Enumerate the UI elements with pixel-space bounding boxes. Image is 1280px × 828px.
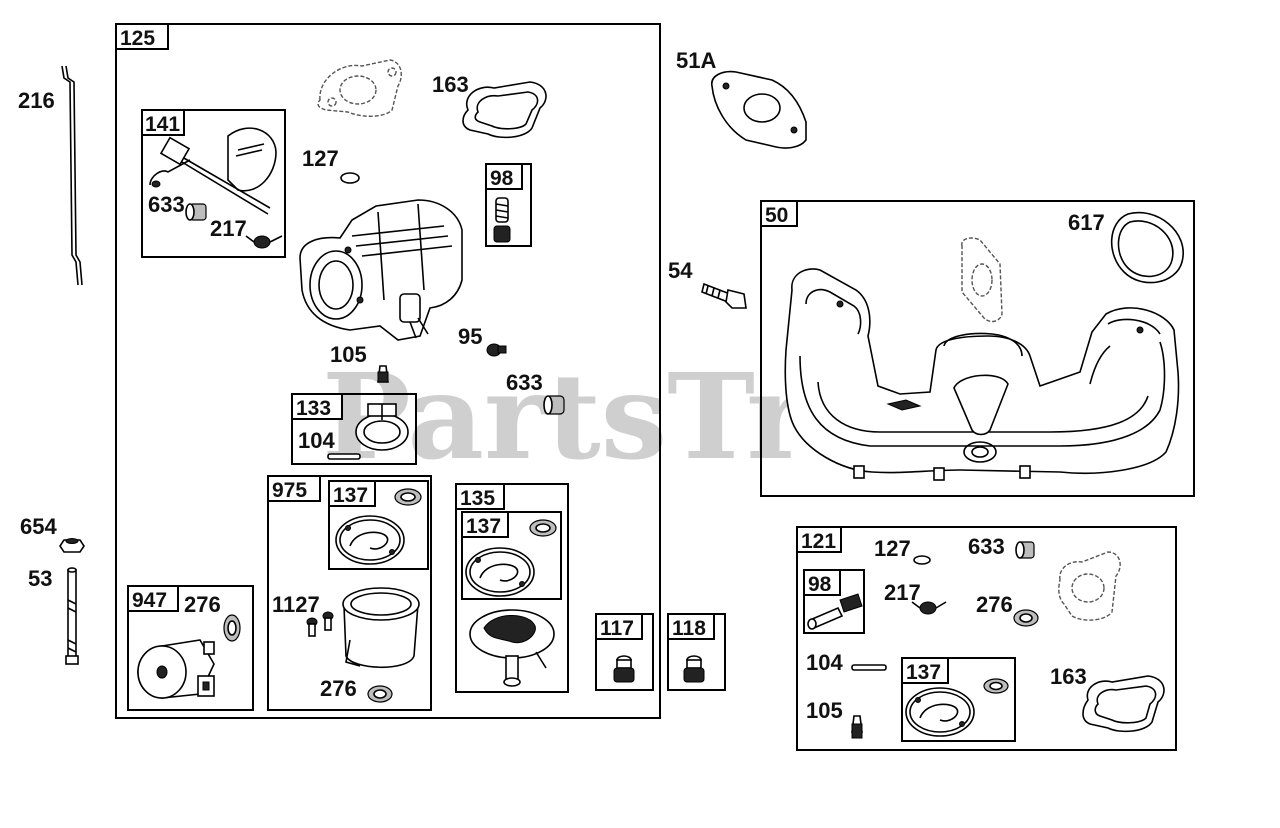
label-947[interactable]: 947 <box>132 589 167 612</box>
label-975[interactable]: 975 <box>272 479 307 502</box>
label-163-top[interactable]: 163 <box>432 72 469 97</box>
label-105-box121[interactable]: 105 <box>806 698 843 723</box>
manifold-gasket-outline <box>961 237 1003 323</box>
kit-box-125[interactable] <box>115 23 661 719</box>
jet-117[interactable] <box>613 655 635 683</box>
kit-box-975[interactable] <box>267 475 432 711</box>
kit-box-137-in975[interactable] <box>328 480 429 570</box>
stud-53[interactable] <box>65 567 79 665</box>
seal-633-box121[interactable] <box>1015 541 1035 559</box>
label-117[interactable]: 117 <box>600 617 634 640</box>
label-216[interactable]: 216 <box>18 88 55 113</box>
label-137-in135[interactable]: 137 <box>466 515 501 538</box>
bowl-gasket-137-in135[interactable] <box>465 547 535 597</box>
label-276-box947[interactable]: 276 <box>184 592 221 617</box>
label-276-box121[interactable]: 276 <box>976 592 1013 617</box>
kit-box-947[interactable] <box>127 585 254 711</box>
screw-1127[interactable] <box>306 611 334 637</box>
seal-633-box125[interactable] <box>543 395 565 415</box>
bowl-washer-in121[interactable] <box>983 678 1009 694</box>
label-104-box121[interactable]: 104 <box>806 650 843 675</box>
float-133[interactable] <box>355 403 409 451</box>
label-163-box121[interactable]: 163 <box>1050 664 1087 689</box>
label-105-box125[interactable]: 105 <box>330 342 367 367</box>
gasket-outline-125 <box>317 59 402 117</box>
intake-manifold-50[interactable] <box>784 268 1180 481</box>
label-127-box121[interactable]: 127 <box>874 536 911 561</box>
jet-118[interactable] <box>683 655 705 683</box>
label-633-box125[interactable]: 633 <box>506 370 543 395</box>
screw-95[interactable] <box>486 343 507 357</box>
label-141[interactable]: 141 <box>145 113 180 136</box>
pin-104-box133[interactable] <box>327 453 361 460</box>
label-217-box141[interactable]: 217 <box>210 216 247 241</box>
kit-box-137-in121[interactable] <box>901 657 1016 742</box>
needle-105-box125[interactable] <box>377 365 389 383</box>
label-654[interactable]: 654 <box>20 514 57 539</box>
gasket-outline-121 <box>1058 551 1121 621</box>
kit-box-141[interactable] <box>141 109 286 258</box>
label-633-box121[interactable]: 633 <box>968 534 1005 559</box>
bowl-washer-in135[interactable] <box>529 519 557 537</box>
governor-link-216[interactable] <box>61 65 83 286</box>
throttle-plate[interactable] <box>227 127 277 192</box>
bowl-gasket-137-in975[interactable] <box>335 515 405 565</box>
idle-screw-98[interactable] <box>493 197 511 243</box>
spring-217-box121[interactable] <box>911 601 947 615</box>
gasket-163[interactable] <box>462 81 547 139</box>
label-54[interactable]: 54 <box>668 258 693 283</box>
bowl-washer-in975[interactable] <box>394 488 422 506</box>
washer-276-in975[interactable] <box>367 685 393 703</box>
idle-screw-98-box121[interactable] <box>807 593 863 630</box>
kit-box-133[interactable] <box>291 393 417 465</box>
pin-104-box121[interactable] <box>851 664 887 671</box>
label-51A[interactable]: 51A <box>676 48 716 73</box>
label-95[interactable]: 95 <box>458 324 482 349</box>
washer-276-box947[interactable] <box>223 614 241 642</box>
gasket-163-box121[interactable] <box>1082 675 1165 733</box>
label-217-box121[interactable]: 217 <box>884 580 921 605</box>
label-98-box125[interactable]: 98 <box>490 167 514 190</box>
label-137-in121[interactable]: 137 <box>906 661 941 684</box>
label-135[interactable]: 135 <box>460 487 495 510</box>
seal-633-box141[interactable] <box>185 203 207 221</box>
label-125[interactable]: 125 <box>120 27 155 50</box>
diaphragm-135[interactable] <box>469 609 555 687</box>
nut-654[interactable] <box>59 538 85 553</box>
carburetor-body[interactable] <box>299 199 463 341</box>
label-127-box125[interactable]: 127 <box>302 146 339 171</box>
kit-box-137-in135[interactable] <box>461 511 562 600</box>
label-53[interactable]: 53 <box>28 566 52 591</box>
washer-276-box121[interactable] <box>1013 609 1039 627</box>
label-276-in975[interactable]: 276 <box>320 676 357 701</box>
kit-box-135[interactable] <box>455 483 569 693</box>
label-104-box133[interactable]: 104 <box>298 428 335 453</box>
bowl-gasket-137-in121[interactable] <box>905 687 975 737</box>
label-137-in975[interactable]: 137 <box>333 484 368 507</box>
gasket-51A[interactable] <box>711 70 807 149</box>
o-ring-127-box121[interactable] <box>913 555 931 565</box>
label-133[interactable]: 133 <box>296 397 331 420</box>
o-ring-127[interactable] <box>340 172 360 184</box>
label-118[interactable]: 118 <box>672 617 706 640</box>
spring-217-box141[interactable] <box>245 235 283 249</box>
bolt-54[interactable] <box>701 282 747 309</box>
solenoid-947[interactable] <box>137 639 215 699</box>
gasket-617[interactable] <box>1110 211 1184 284</box>
kit-box-50[interactable] <box>760 200 1195 497</box>
label-121[interactable]: 121 <box>801 530 836 553</box>
float-bowl-975[interactable] <box>342 587 420 669</box>
label-50[interactable]: 50 <box>765 204 788 227</box>
kit-box-121[interactable] <box>796 526 1177 751</box>
label-617[interactable]: 617 <box>1068 210 1105 235</box>
label-633-box141[interactable]: 633 <box>148 192 185 217</box>
label-98-in121[interactable]: 98 <box>808 573 832 596</box>
throttle-shaft[interactable] <box>149 136 271 215</box>
needle-105-box121[interactable] <box>851 715 863 739</box>
label-1127[interactable]: 1127 <box>272 592 320 617</box>
